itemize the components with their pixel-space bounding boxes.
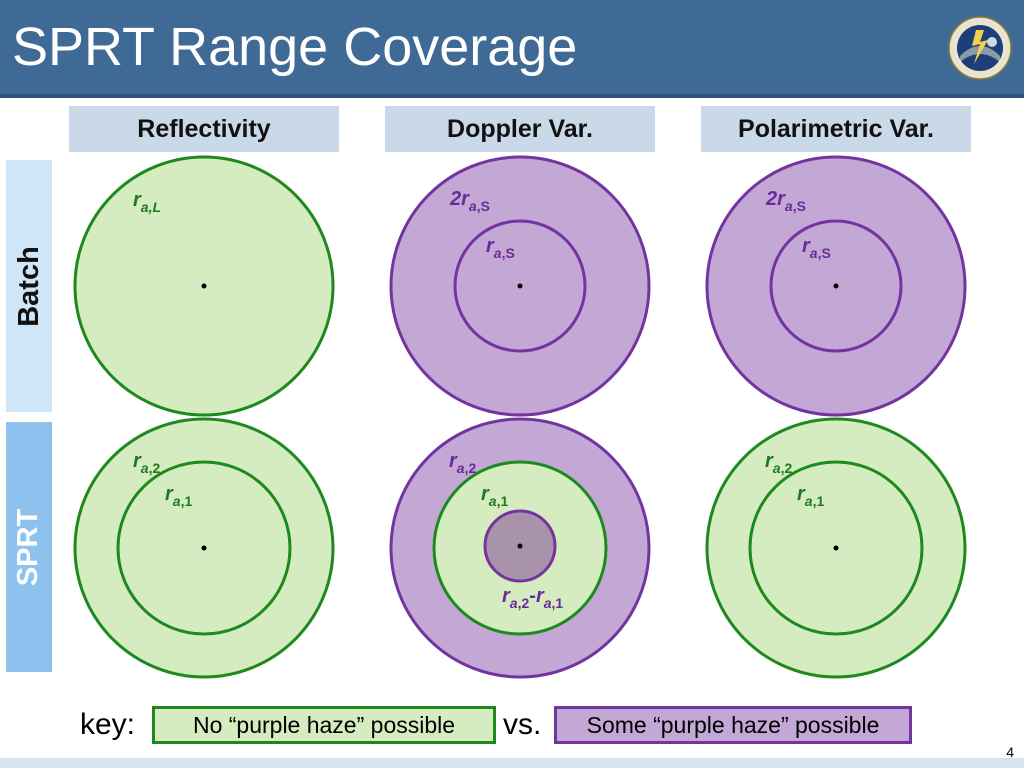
- key-vs-label: vs.: [503, 708, 542, 741]
- label-ra-S: ra,S: [802, 235, 831, 261]
- radar-center-dot: [833, 545, 839, 551]
- key-purple-box: Some “purple haze” possible: [554, 706, 912, 744]
- key-label: key:: [80, 708, 136, 741]
- nssl-logo-icon: [948, 16, 1012, 80]
- row-label-batch: Batch: [6, 160, 52, 412]
- page-number: 4: [1006, 744, 1014, 760]
- row-label-sprt: SPRT: [6, 422, 52, 672]
- label-ra-L: ra,L: [133, 189, 161, 215]
- label-ra-1: ra,1: [165, 483, 192, 509]
- sprt-polarimetric-cell: ra,2 ra,1: [705, 417, 967, 679]
- column-header-doppler: Doppler Var.: [385, 106, 655, 152]
- label-ra-1: ra,1: [481, 483, 508, 509]
- page-title: SPRT Range Coverage: [12, 17, 578, 77]
- label-ra-2: ra,2: [449, 450, 476, 476]
- label-ra-2: ra,2: [765, 450, 792, 476]
- batch-polarimetric-cell: 2ra,S ra,S: [705, 155, 967, 417]
- radar-center-dot: [517, 283, 523, 289]
- radar-center-dot: [201, 283, 207, 289]
- label-2ra-S: 2ra,S: [765, 188, 806, 214]
- sprt-doppler-cell: ra,2 ra,1 ra,2-ra,1: [389, 417, 651, 679]
- batch-reflectivity-cell: ra,L: [73, 155, 335, 417]
- label-ra-S: ra,S: [486, 235, 515, 261]
- radar-center-dot: [833, 283, 839, 289]
- batch-doppler-cell: 2ra,S ra,S: [389, 155, 651, 417]
- sprt-reflectivity-cell: ra,2 ra,1: [73, 417, 335, 679]
- label-2ra-S: 2ra,S: [449, 188, 490, 214]
- column-header-polarimetric: Polarimetric Var.: [701, 106, 971, 152]
- column-header-reflectivity: Reflectivity: [69, 106, 339, 152]
- title-bar: SPRT Range Coverage: [0, 0, 1024, 98]
- key-green-box: No “purple haze” possible: [152, 706, 496, 744]
- label-ra2-minus-ra1: ra,2-ra,1: [502, 585, 563, 611]
- radar-center-dot: [517, 543, 523, 549]
- footer-band: [0, 758, 1024, 768]
- label-ra-1: ra,1: [797, 483, 824, 509]
- label-ra-2: ra,2: [133, 450, 160, 476]
- radar-center-dot: [201, 545, 207, 551]
